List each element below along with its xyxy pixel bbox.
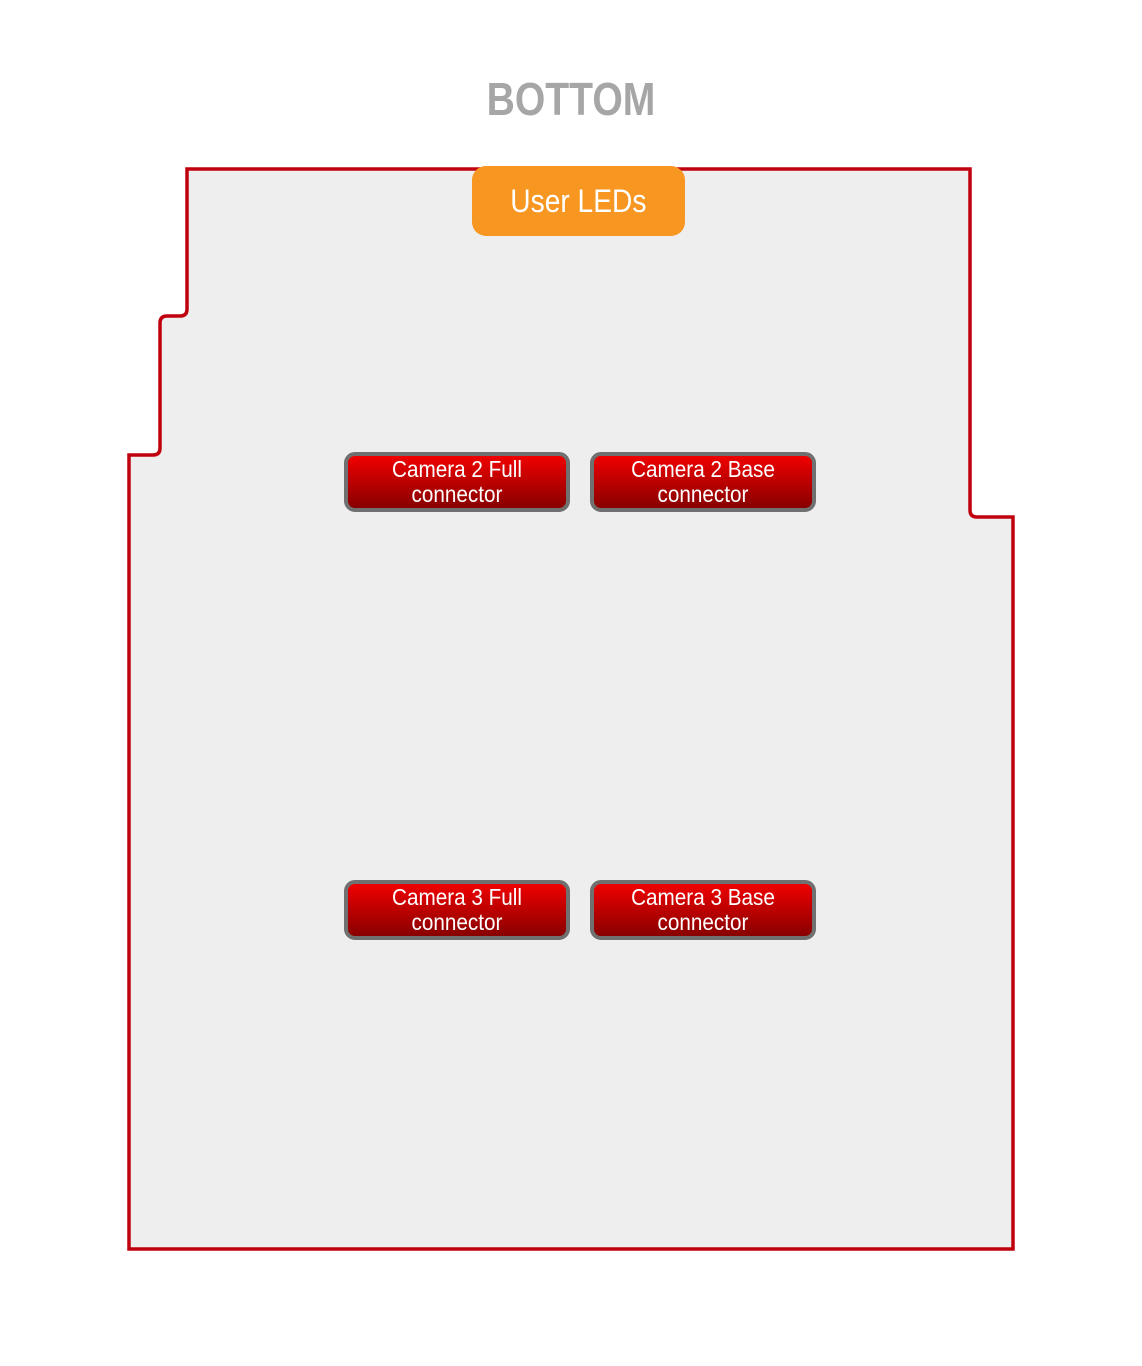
- connector-label: connector: [411, 481, 503, 507]
- connector-label: Camera 3 Full: [392, 884, 522, 910]
- connector-label: connector: [411, 909, 503, 935]
- camera-3-full-connector-button[interactable]: Camera 3 Full connector: [344, 880, 570, 940]
- connector-label: Camera 2 Full: [392, 456, 522, 482]
- connector-label: Camera 2 Base: [631, 456, 775, 482]
- camera-2-full-connector-button[interactable]: Camera 2 Full connector: [344, 452, 570, 512]
- camera-3-base-connector-button[interactable]: Camera 3 Base connector: [590, 880, 816, 940]
- connector-label: connector: [657, 481, 749, 507]
- user-leds-button[interactable]: User LEDs: [472, 166, 685, 236]
- side-title: BOTTOM: [486, 73, 656, 125]
- camera-2-base-connector-button[interactable]: Camera 2 Base connector: [590, 452, 816, 512]
- connector-label: Camera 3 Base: [631, 884, 775, 910]
- user-leds-label: User LEDs: [510, 182, 647, 219]
- connector-label: connector: [657, 909, 749, 935]
